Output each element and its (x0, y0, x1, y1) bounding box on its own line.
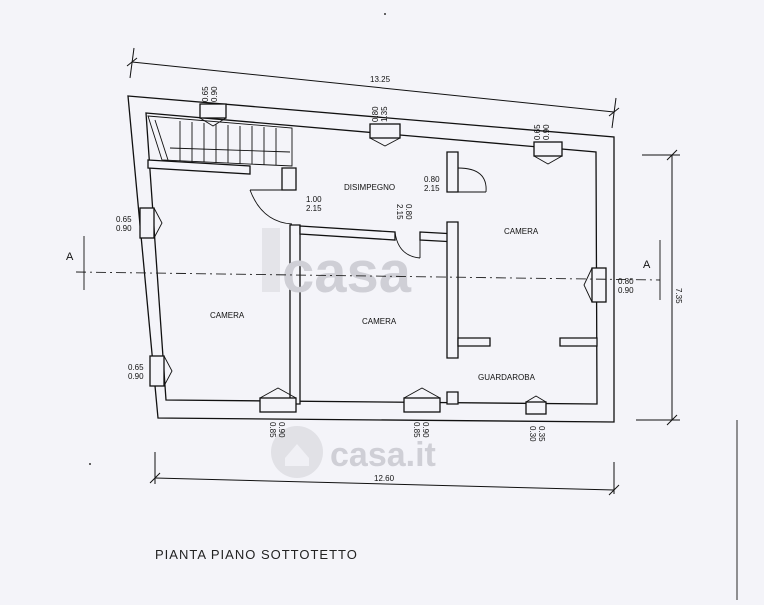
staircase (147, 115, 293, 167)
watermark-bottom-text: casa.it (330, 436, 436, 474)
dimension-right: 7.35 (636, 149, 683, 426)
windows (139, 103, 607, 415)
room-camera-right: CAMERA (504, 227, 539, 236)
label-top-window-2: 0.801.35 (371, 106, 389, 122)
label-bottom-window-1: 0.850.90 (268, 422, 286, 438)
label-bottom-window-3: 0.300.35 (528, 426, 546, 442)
watermark-center-text: casa (282, 240, 412, 305)
label-bottom-window-2: 0.850.90 (412, 422, 430, 438)
plan-title: PIANTA PIANO SOTTOTETTO (155, 547, 358, 562)
dimension-bottom: 12.60 (149, 452, 620, 496)
watermark-bottom: casa.it (271, 426, 436, 478)
label-door-camera-center: 0.802.15 (395, 204, 413, 220)
label-top-window-1: 0.650.90 (201, 86, 219, 102)
dimension-right-label: 7.35 (674, 288, 683, 304)
room-disimpegno: DISIMPEGNO (344, 183, 395, 192)
section-line: A A (66, 236, 661, 300)
room-camera-center: CAMERA (362, 317, 397, 326)
dimension-top-label: 13.25 (370, 75, 391, 84)
dimension-bottom-label: 12.60 (374, 474, 395, 483)
dimension-top: 13.25 (126, 47, 620, 129)
section-mark-left: A (66, 251, 74, 263)
room-camera-left: CAMERA (210, 311, 245, 320)
room-guardaroba: GUARDAROBA (478, 373, 536, 382)
watermark-center: casa (262, 228, 412, 305)
exterior-walls (127, 95, 615, 423)
doors (249, 167, 487, 259)
section-mark-right: A (643, 259, 651, 271)
label-top-window-3: 0.650.90 (533, 124, 551, 140)
room-labels: DISIMPEGNO CAMERA CAMERA CAMERA GUARDARO… (210, 183, 539, 382)
